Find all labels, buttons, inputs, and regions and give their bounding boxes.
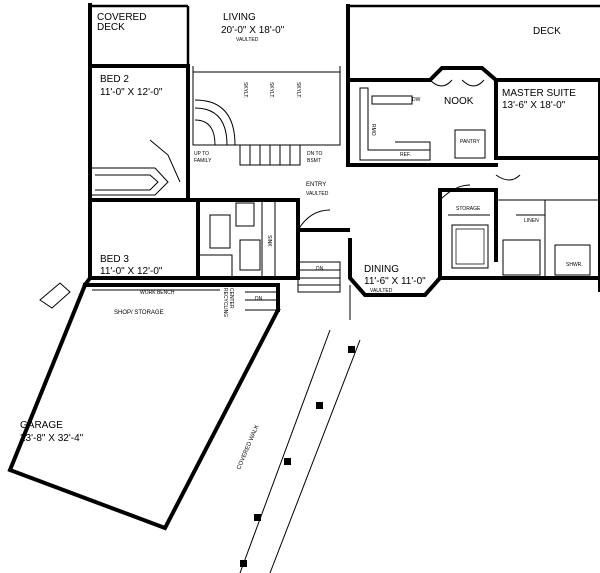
skylight-label-3: SKYLT. [295, 82, 301, 98]
entry-label: ENTRY [306, 182, 326, 188]
covered-walk [239, 285, 361, 573]
dining-note: VAULTED [370, 288, 393, 294]
shwr-label: SHWR. [566, 262, 583, 268]
room-labels: COVERED DECK LIVING 20'-0" X 18'-0" VAUL… [20, 12, 576, 444]
dn-to-bsmt-label: DN TO [307, 151, 322, 157]
recycling-center-label: RECYCLING [222, 288, 228, 317]
dining-label: DINING [364, 264, 399, 275]
sink-label: SINK [266, 235, 272, 247]
walk-post [348, 346, 355, 353]
ref-label: REF. [400, 152, 411, 158]
entry-dn-label: DN [316, 266, 324, 272]
covered-walk-label: COVERED WALK [236, 424, 260, 471]
bed3-label: BED 3 [100, 254, 129, 265]
skylight-label-1: SKYLT. [242, 82, 248, 98]
exterior-walls [7, 3, 600, 531]
entry-note: VAULTED [306, 191, 329, 197]
shop-storage-label: SHOP/ STORAGE [114, 310, 164, 316]
living-dims: 20'-0" X 18'-0" [221, 25, 285, 36]
bed2-dims: 11'-0" X 12'-0" [100, 87, 163, 98]
covered-deck-label-2: DECK [97, 22, 125, 33]
bed3-dims: 11'-0" X 12'-0" [100, 266, 163, 277]
linen-label: LINEN [524, 218, 539, 224]
up-to-family-label-2: FAMILY [194, 158, 212, 164]
walk-post [284, 458, 291, 465]
walk-post [254, 514, 261, 521]
walk-post [316, 402, 323, 409]
dn-to-bsmt-label-2: BSMT [307, 158, 321, 164]
rmo-label: RMO [370, 124, 376, 136]
up-to-family-label: UP TO [194, 151, 209, 157]
recycling-center-label-2: CENTER [228, 288, 234, 309]
nook-label: NOOK [444, 96, 474, 107]
garage-dims: 23'-8" X 32'-4" [20, 433, 84, 444]
shop-dn-label: DN [255, 296, 263, 302]
living-note: VAULTED [236, 37, 259, 43]
walk-post [240, 560, 247, 567]
interior-details [39, 66, 600, 311]
pantry-label: PANTRY [460, 139, 480, 145]
skylight-label-2: SKYLT. [268, 82, 274, 98]
garage-label: GARAGE [20, 420, 63, 431]
work-bench-label: WORK BENCH [140, 290, 175, 296]
dining-dims: 11'-6" X 11'-0" [364, 276, 426, 287]
master-suite-label: MASTER SUITE [502, 88, 576, 99]
living-label: LIVING [223, 12, 256, 23]
bed2-label: BED 2 [100, 74, 129, 85]
dw-label: DW [412, 97, 421, 103]
deck-label: DECK [533, 26, 561, 37]
storage-label: STORAGE [456, 206, 481, 212]
master-suite-dims: 13'-6" X 18'-0" [502, 100, 566, 111]
covered-deck-label: COVERED [97, 12, 146, 23]
